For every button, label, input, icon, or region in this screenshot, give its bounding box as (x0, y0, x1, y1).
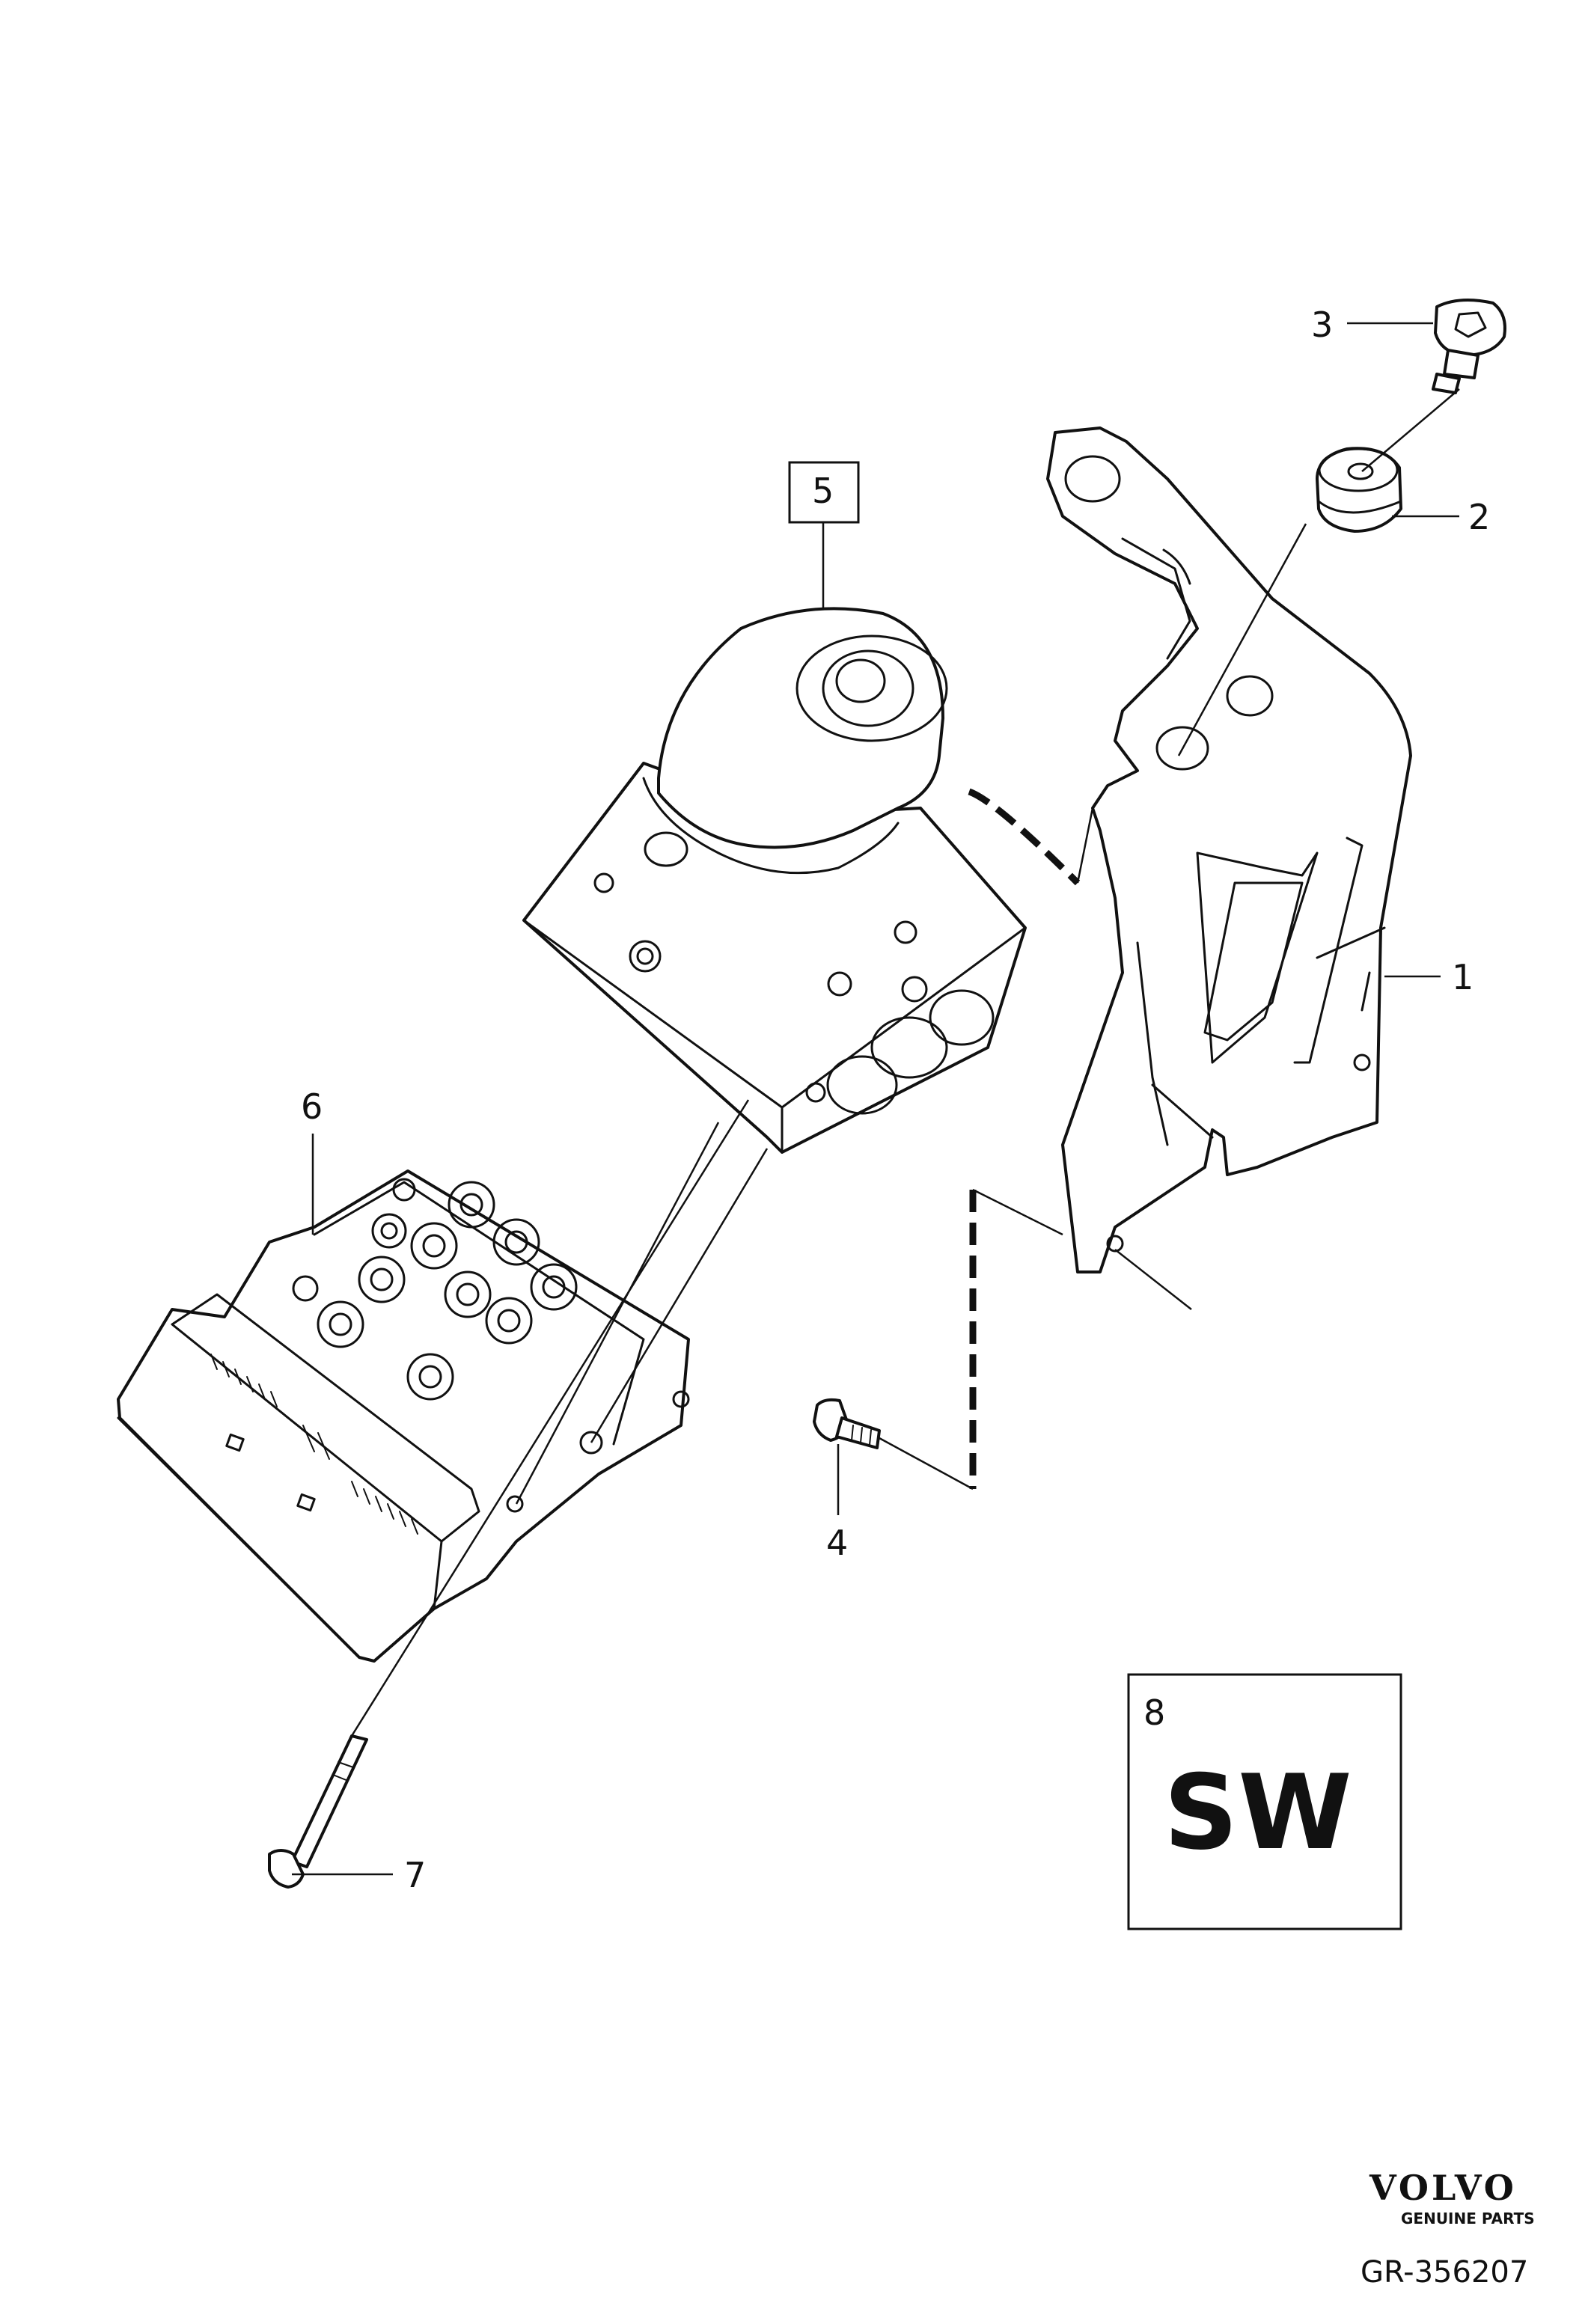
assembly-path-upper (968, 788, 1081, 886)
flange-bolt-part[interactable] (813, 1398, 881, 1449)
drawing-number: GR-356207 (1361, 2255, 1528, 2290)
rubber-bushing-part[interactable] (1316, 447, 1402, 533)
callout-6: 6 (301, 1086, 323, 1235)
svg-text:8: 8 (1143, 1692, 1165, 1733)
svg-text:VOLVO: VOLVO (1369, 2168, 1517, 2208)
torx-screw-part[interactable] (1432, 299, 1506, 394)
software-badge: 8 SW (1127, 1673, 1402, 1930)
callout-3: 3 (1311, 305, 1433, 345)
bracket-part[interactable] (1046, 426, 1412, 1273)
abs-control-module-part[interactable] (117, 1169, 690, 1663)
long-bolt-part[interactable] (268, 1734, 368, 1889)
svg-text:4: 4 (826, 1523, 848, 1563)
connector-pins (210, 1354, 690, 1535)
callout-5: 5 (788, 461, 860, 608)
svg-text:SW: SW (1164, 1752, 1352, 1873)
callout-2: 2 (1392, 497, 1490, 537)
callout-1: 1 (1384, 957, 1474, 997)
valve-coils (292, 1178, 578, 1401)
abs-hydraulic-unit-part[interactable] (522, 607, 1027, 1154)
svg-text:3: 3 (1311, 305, 1333, 345)
volvo-logo: VOLVO GENUINE PARTS (1369, 2168, 1535, 2227)
svg-text:1: 1 (1452, 957, 1474, 997)
svg-text:6: 6 (301, 1086, 323, 1127)
svg-text:GENUINE PARTS: GENUINE PARTS (1401, 2210, 1535, 2227)
svg-text:5: 5 (812, 471, 834, 511)
svg-text:2: 2 (1468, 497, 1490, 537)
leader-lines (350, 388, 1460, 1737)
callout-4: 4 (826, 1444, 848, 1563)
callout-7: 7 (292, 1855, 426, 1895)
svg-text:7: 7 (404, 1855, 426, 1895)
